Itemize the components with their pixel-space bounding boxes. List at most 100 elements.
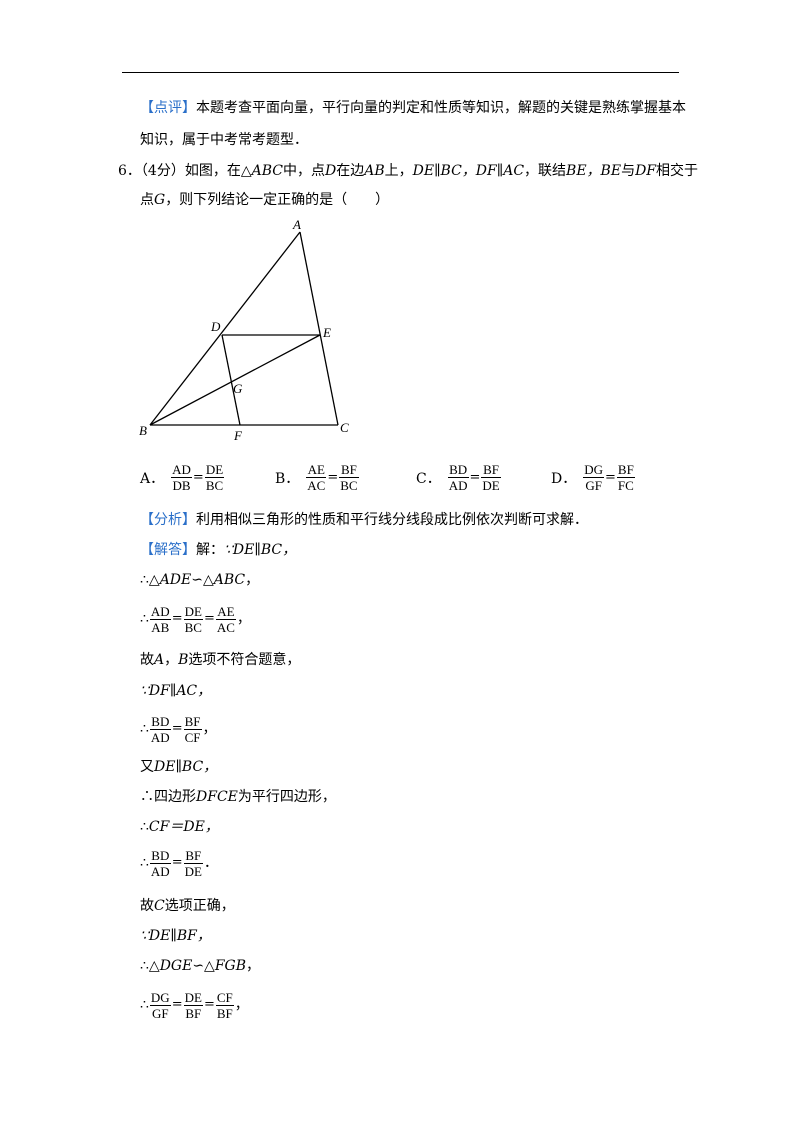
numerator: AE bbox=[215, 603, 236, 620]
punctuation: ， bbox=[234, 997, 249, 1013]
numerator: BF bbox=[481, 462, 501, 478]
question-var: BE，BE bbox=[566, 163, 622, 179]
answer-text: 又 bbox=[140, 759, 154, 775]
answer-text: 选项正确， bbox=[164, 898, 235, 914]
answer-text: 解： bbox=[196, 542, 224, 558]
denominator: FC bbox=[617, 478, 634, 493]
answer-text: 为平行四边形， bbox=[237, 789, 336, 805]
option-label: B． bbox=[275, 470, 300, 487]
numerator: AD bbox=[171, 462, 192, 478]
equals: = bbox=[171, 855, 183, 870]
denominator: AD bbox=[150, 863, 170, 879]
numerator: BD bbox=[149, 713, 171, 730]
numerator: DG bbox=[583, 462, 605, 478]
question-var: D bbox=[325, 163, 337, 179]
question-line-1: 6．（4分）如图，在△ABC中，点D在边AB上，DE∥BC，DF∥AC，联结BE… bbox=[118, 161, 698, 181]
equals: = bbox=[605, 470, 616, 485]
answer-math: DFCE bbox=[196, 789, 238, 805]
denominator: BC bbox=[184, 619, 202, 635]
answer-math: C bbox=[154, 898, 165, 914]
question-text: 相交于 bbox=[656, 163, 699, 179]
comment-line-1: 【点评】本题考查平面向量，平行向量的判定和性质等知识，解题的关键是熟练掌握基本 bbox=[140, 98, 686, 118]
point-label-e: E bbox=[322, 325, 331, 340]
geometry-figure: A B C D E F G bbox=[139, 217, 349, 443]
numerator: AE bbox=[306, 462, 327, 478]
equals: = bbox=[327, 470, 339, 485]
equals: = bbox=[171, 721, 183, 736]
question-text: 在边 bbox=[336, 163, 365, 179]
answer-text: ， bbox=[164, 652, 179, 668]
answer-math: FGB bbox=[214, 958, 247, 974]
answer-math: CF＝DE， bbox=[148, 819, 219, 835]
denominator: GF bbox=[152, 1005, 169, 1021]
equals: = bbox=[469, 470, 481, 485]
point-label-d: D bbox=[210, 319, 221, 334]
comment-tag: 【点评】 bbox=[140, 100, 196, 116]
denominator: AD bbox=[150, 729, 170, 745]
point-label-c: C bbox=[340, 420, 349, 435]
therefore-symbol: ∴ bbox=[140, 721, 149, 737]
question-line-2: 点G，则下列结论一定正确的是（ ） bbox=[140, 190, 389, 210]
equals: = bbox=[171, 997, 183, 1012]
answer-line-2: ∴△ADE∽△ABC， bbox=[140, 570, 259, 590]
therefore-symbol: ∴ bbox=[140, 997, 149, 1013]
denominator: AD bbox=[448, 478, 468, 493]
point-label-a: A bbox=[292, 217, 301, 232]
denominator: AB bbox=[151, 619, 170, 635]
answer-text: 选项不符合题意， bbox=[188, 652, 301, 668]
numerator: CF bbox=[215, 989, 234, 1006]
question-text: 如图，在△ bbox=[184, 163, 252, 179]
answer-line-12: ∵DE∥BF， bbox=[140, 926, 211, 946]
answer-text: 故 bbox=[140, 898, 154, 914]
answer-line-4: 故A，B选项不符合题意， bbox=[140, 650, 300, 670]
punctuation: ． bbox=[203, 855, 218, 871]
segment-ab bbox=[149, 231, 301, 426]
answer-math: DGE bbox=[159, 958, 193, 974]
question-var: G bbox=[154, 192, 166, 208]
numerator: AD bbox=[149, 603, 171, 620]
numerator: DE bbox=[183, 603, 203, 620]
numerator: BD bbox=[447, 462, 469, 478]
denominator: CF bbox=[184, 729, 201, 745]
denominator: DB bbox=[172, 478, 191, 493]
numerator: BF bbox=[183, 713, 202, 730]
question-var: DE∥BC，DF∥AC bbox=[412, 163, 525, 179]
comment-text-1: 本题考查平面向量，平行向量的判定和性质等知识，解题的关键是熟练掌握基本 bbox=[196, 100, 686, 116]
numerator: BF bbox=[339, 462, 359, 478]
answer-math: A bbox=[154, 652, 165, 668]
answer-text: ∴ bbox=[140, 819, 149, 835]
analysis-tag: 【分析】 bbox=[140, 512, 196, 528]
answer-math: ∵DF∥AC， bbox=[140, 683, 212, 699]
numerator: BF bbox=[616, 462, 635, 478]
answer-text: ∽△ bbox=[192, 958, 215, 974]
denominator: BC bbox=[340, 478, 358, 493]
denominator: GF bbox=[585, 478, 602, 493]
punctuation: ， bbox=[236, 611, 251, 627]
equals: = bbox=[192, 470, 204, 485]
denominator: DE bbox=[184, 863, 202, 879]
numerator: DG bbox=[149, 989, 171, 1006]
answer-line-9: ∴CF＝DE， bbox=[140, 817, 219, 837]
question-var: ABC bbox=[251, 163, 283, 179]
answer-math: DE∥BC， bbox=[154, 759, 218, 775]
answer-line-13: ∴△DGE∽△FGB， bbox=[140, 956, 260, 976]
header-rule bbox=[122, 72, 679, 73]
